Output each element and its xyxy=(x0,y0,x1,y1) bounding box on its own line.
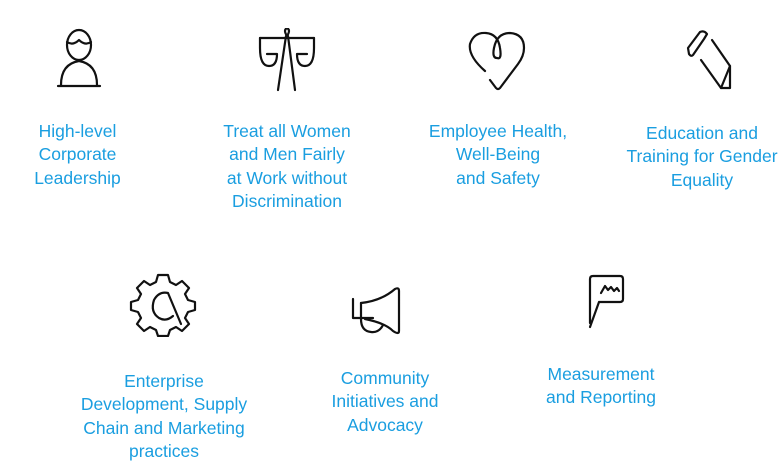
scales-icon xyxy=(258,28,316,92)
item-enterprise-development: Enterprise Development, Supply Chain and… xyxy=(64,273,264,463)
item-corporate-leadership: High-level Corporate Leadership xyxy=(0,28,179,190)
megaphone-icon xyxy=(351,287,401,335)
pencil-icon xyxy=(686,30,732,90)
item-community-initiatives: Community Initiatives and Advocacy xyxy=(285,273,485,437)
heart-icon xyxy=(468,31,526,91)
item-label: Education and Training for Gender Equali… xyxy=(626,123,778,190)
item-education-training: Education and Training for Gender Equali… xyxy=(602,28,784,192)
item-measurement-reporting: Measurement and Reporting xyxy=(501,273,701,410)
item-label: Measurement and Reporting xyxy=(546,364,656,408)
item-label: Enterprise Development, Supply Chain and… xyxy=(80,371,248,461)
chart-bubble-icon xyxy=(588,274,625,329)
person-icon xyxy=(56,28,102,88)
item-label: Employee Health, Well-Being and Safety xyxy=(428,121,568,188)
item-health-safety: Employee Health, Well-Being and Safety xyxy=(398,28,598,190)
gear-icon xyxy=(129,273,197,337)
item-label: High-level Corporate Leadership xyxy=(34,121,121,188)
item-label: Community Initiatives and Advocacy xyxy=(331,368,439,435)
item-fair-treatment: Treat all Women and Men Fairly at Work w… xyxy=(187,28,387,213)
item-label: Treat all Women and Men Fairly at Work w… xyxy=(223,121,351,211)
